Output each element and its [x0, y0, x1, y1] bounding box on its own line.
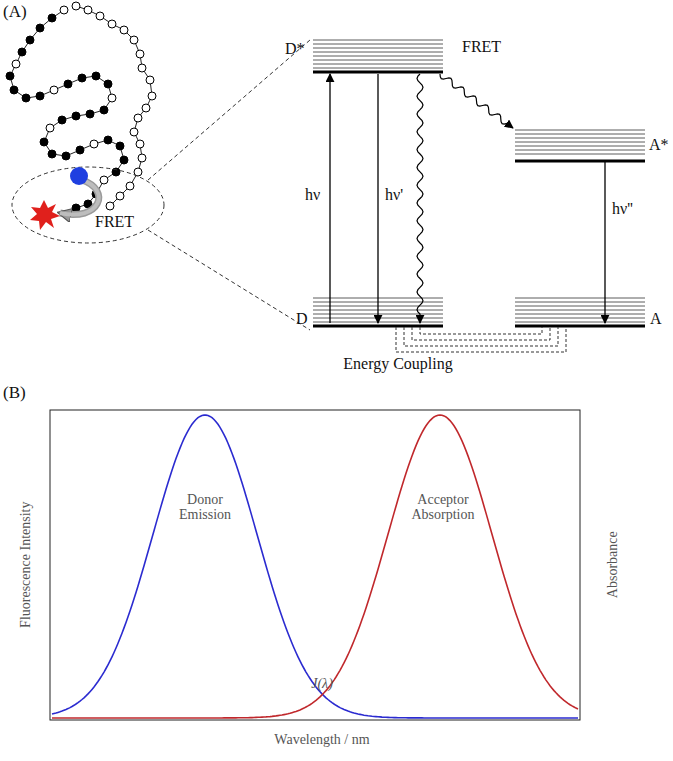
energy-coupling — [396, 327, 566, 352]
fret-arrow — [60, 180, 99, 215]
panel-label: (A) — [3, 3, 27, 22]
energy-levels — [313, 40, 645, 326]
axis-label: Fluorescence Intensity — [18, 502, 33, 628]
photon-label: hν'' — [612, 200, 633, 218]
acceptor-star — [30, 200, 60, 230]
nonradiative-arrow — [417, 74, 423, 323]
curve-label: Donor Emission — [169, 492, 241, 523]
state-label: D* — [285, 40, 305, 58]
panel-label: (B) — [3, 384, 26, 403]
emission-arrow — [377, 74, 378, 323]
zoom-line — [148, 40, 310, 180]
protein-chain — [6, 2, 156, 212]
axis-label: Absorbance — [604, 532, 619, 599]
state-label: A — [650, 310, 662, 328]
fret-transfer-arrow — [440, 74, 513, 128]
curve-label: Acceptor Absorption — [402, 492, 484, 523]
acceptor-absorption-curve — [52, 415, 578, 718]
donor-dot — [70, 167, 88, 185]
donor-emission-curve — [52, 415, 578, 718]
photon-label: hν' — [385, 186, 403, 204]
overlap-label: J(λ) — [311, 676, 333, 691]
fret-arrow — [60, 180, 99, 215]
acceptor-emission-arrow — [604, 162, 605, 323]
plot-frame — [50, 410, 580, 720]
axis-label: Wavelength / nm — [274, 732, 369, 747]
zoom-ellipse — [12, 167, 164, 243]
state-label: D — [296, 310, 308, 328]
fret-label: FRET — [462, 38, 501, 56]
state-label: A* — [649, 136, 669, 154]
fret-label: FRET — [95, 213, 134, 231]
photon-label: hν — [305, 186, 320, 204]
absorption-arrow — [329, 74, 330, 323]
zoom-line — [148, 230, 310, 330]
coupling-label: Energy Coupling — [341, 355, 454, 373]
